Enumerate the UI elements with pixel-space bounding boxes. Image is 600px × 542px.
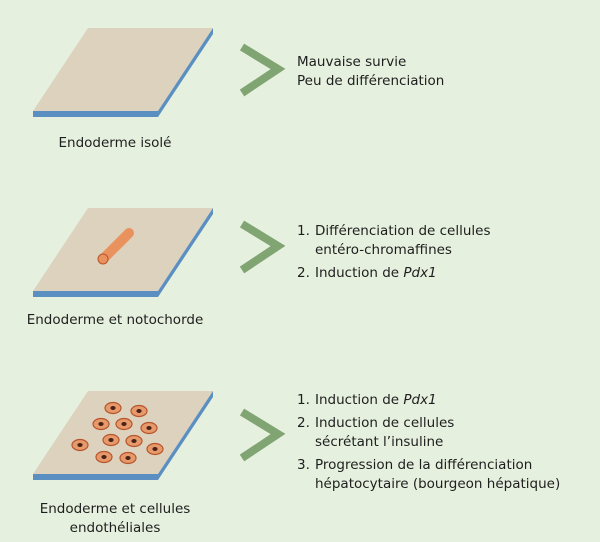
caption-line: endothéliales bbox=[69, 520, 161, 536]
chevron-arrow-icon bbox=[239, 408, 286, 462]
plate-edge bbox=[33, 111, 158, 117]
endothelial-cell bbox=[115, 417, 133, 431]
notochord-rod bbox=[97, 228, 134, 265]
item-text: Induction de bbox=[315, 265, 404, 281]
plate-edge bbox=[33, 291, 158, 297]
endothelial-cell bbox=[104, 401, 122, 415]
endothelial-cell bbox=[102, 433, 120, 447]
gene-name: Pdx1 bbox=[403, 265, 437, 281]
endothelial-cell bbox=[92, 417, 110, 431]
chevron-arrow-icon bbox=[239, 220, 286, 274]
endothelial-cell bbox=[119, 451, 137, 465]
item-text: Induction de bbox=[315, 392, 404, 408]
caption-endoderm-isole: Endoderme isolé bbox=[20, 134, 210, 153]
item-number: 2. bbox=[297, 265, 310, 281]
cell-nucleus bbox=[108, 438, 114, 442]
item-number: 2. bbox=[297, 415, 310, 431]
outcome-item: 2. Induction de cellules sécrétant l’ins… bbox=[297, 414, 560, 452]
outcome-list-panel-2: 1. Différenciation de cellules entéro-ch… bbox=[297, 222, 491, 287]
outcome-list-panel-1: Mauvaise survie Peu de différenciation bbox=[297, 53, 444, 91]
plate-top bbox=[33, 28, 213, 111]
cell-nucleus bbox=[101, 455, 107, 459]
item-line: Induction de cellules bbox=[315, 415, 455, 431]
cell-nucleus bbox=[131, 439, 137, 443]
notochord-end bbox=[97, 253, 109, 265]
cell-nucleus bbox=[110, 406, 116, 410]
plate-edge bbox=[33, 474, 158, 480]
outcome-item: 3. Progression de la différenciation hép… bbox=[297, 456, 560, 494]
outcome-item: 1. Différenciation de cellules entéro-ch… bbox=[297, 222, 491, 260]
item-line: hépatocytaire (bourgeon hépatique) bbox=[315, 476, 561, 492]
item-line: Différenciation de cellules bbox=[315, 223, 491, 239]
chevron-arrow-icon bbox=[239, 43, 286, 97]
cell-nucleus bbox=[98, 422, 104, 426]
plate-top bbox=[33, 208, 213, 291]
endothelial-cell bbox=[130, 404, 148, 418]
endothelial-cell bbox=[146, 442, 164, 456]
endothelial-cell bbox=[95, 450, 113, 464]
caption-line: Endoderme et notochorde bbox=[26, 312, 204, 328]
plate-endoderm-notochord bbox=[33, 208, 213, 297]
plate-side bbox=[158, 28, 213, 117]
caption-line: Endoderme et cellules bbox=[39, 501, 191, 517]
plate-side bbox=[158, 208, 213, 297]
plate-endoderm bbox=[33, 28, 213, 117]
outcome-item: 1. Induction de Pdx1 bbox=[297, 391, 560, 410]
plate-endoderm-endothelial bbox=[33, 391, 213, 480]
outcome-line: Peu de différenciation bbox=[297, 73, 445, 89]
item-line: sécrétant l’insuline bbox=[315, 434, 444, 450]
cell-nucleus bbox=[136, 409, 142, 413]
outcome-list-panel-3: 1. Induction de Pdx1 2. Induction de cel… bbox=[297, 391, 560, 498]
plate-side bbox=[158, 391, 213, 480]
item-line: Induction de Pdx1 bbox=[315, 391, 560, 410]
outcome-line: Mauvaise survie bbox=[297, 54, 407, 70]
endothelial-cell bbox=[71, 438, 89, 452]
cell-nucleus bbox=[146, 426, 152, 430]
item-line: entéro-chromaffines bbox=[315, 242, 452, 258]
caption-endoderme-cellules-endotheliales: Endoderme et cellules endothéliales bbox=[20, 500, 210, 538]
cell-nucleus bbox=[125, 456, 131, 460]
endothelial-cell bbox=[140, 421, 158, 435]
caption-endoderme-notochorde: Endoderme et notochorde bbox=[10, 311, 220, 330]
plate-top bbox=[33, 391, 213, 474]
endothelial-cell bbox=[125, 434, 143, 448]
item-number: 1. bbox=[297, 223, 310, 239]
cell-nucleus bbox=[152, 447, 158, 451]
outcome-item: 2. Induction de Pdx1 bbox=[297, 264, 491, 283]
item-line: Induction de Pdx1 bbox=[315, 264, 491, 283]
gene-name: Pdx1 bbox=[403, 392, 437, 408]
item-line: Progression de la différenciation bbox=[315, 457, 533, 473]
endothelial-cells bbox=[71, 401, 164, 465]
item-number: 3. bbox=[297, 457, 310, 473]
caption-line: Endoderme isolé bbox=[58, 135, 172, 151]
cell-nucleus bbox=[77, 443, 83, 447]
item-number: 1. bbox=[297, 392, 310, 408]
notochord-body bbox=[99, 228, 134, 263]
cell-nucleus bbox=[121, 422, 127, 426]
